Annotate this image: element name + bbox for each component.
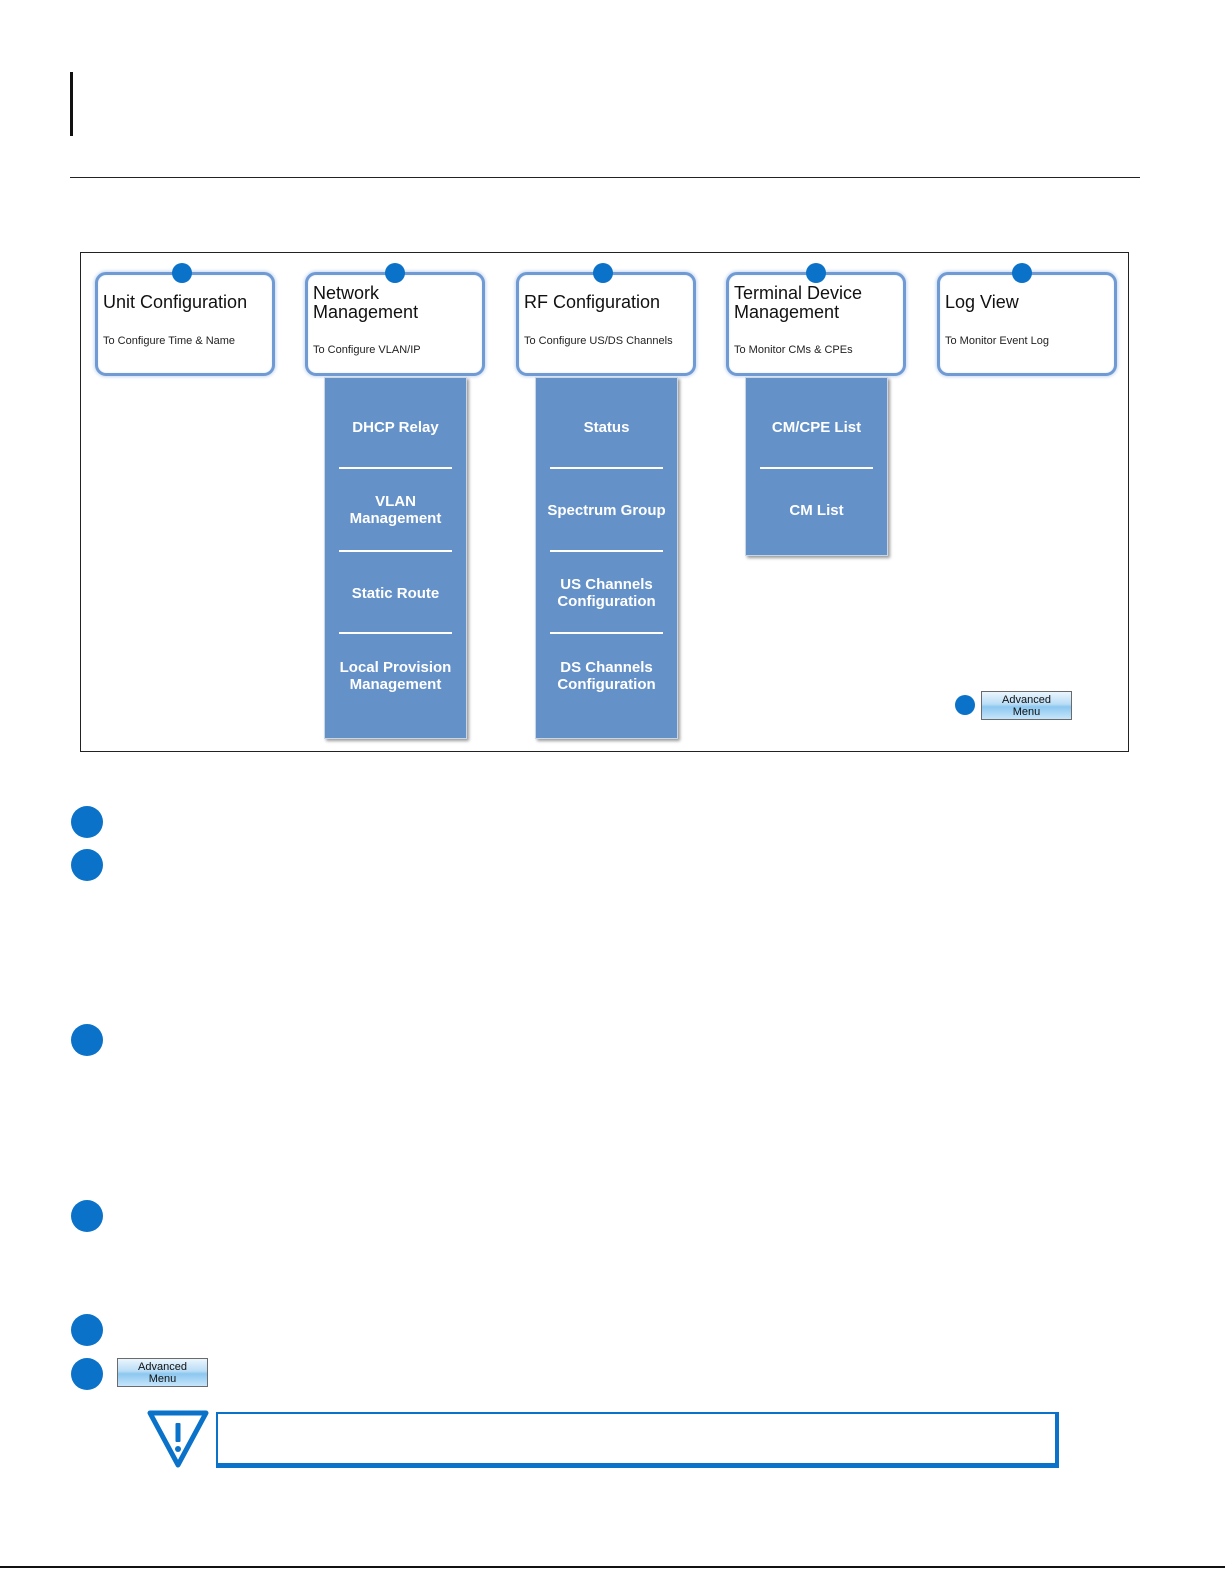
menu-divider xyxy=(339,467,452,469)
rf-configuration-submenu: Status Spectrum Group US Channels Config… xyxy=(535,377,678,739)
menu-divider xyxy=(550,550,663,552)
menu-divider xyxy=(550,467,663,469)
menu-item-vlan-management[interactable]: VLAN Management xyxy=(349,493,442,527)
card-title: Network Management xyxy=(313,283,419,322)
advanced-menu-button[interactable]: Advanced Menu xyxy=(981,691,1072,720)
card-title: Log View xyxy=(945,292,1019,312)
menu-item-us-channels-configuration[interactable]: US Channels Configuration xyxy=(557,576,656,610)
card-subtitle: To Configure VLAN/IP xyxy=(313,344,421,356)
card-rf-configuration[interactable]: RF Configuration To Configure US/DS Chan… xyxy=(516,272,696,376)
note-marker xyxy=(71,1200,103,1232)
note-marker xyxy=(71,1314,103,1346)
callout-marker xyxy=(385,263,405,283)
menu-divider xyxy=(760,467,873,469)
callout-marker xyxy=(172,263,192,283)
card-network-management[interactable]: Network Management To Configure VLAN/IP xyxy=(305,272,485,376)
menu-divider xyxy=(339,632,452,634)
menu-item-cm-cpe-list[interactable]: CM/CPE List xyxy=(771,419,862,436)
menu-item-cm-list[interactable]: CM List xyxy=(789,502,844,519)
menu-item-local-provision-management[interactable]: Local Provision Management xyxy=(339,659,452,693)
menu-item-static-route[interactable]: Static Route xyxy=(351,585,440,602)
card-log-view[interactable]: Log View To Monitor Event Log xyxy=(937,272,1117,376)
card-title: Terminal Device Management xyxy=(734,283,863,322)
note-marker xyxy=(71,849,103,881)
advanced-menu-label-line1: Advanced xyxy=(138,1361,187,1373)
caution-box xyxy=(216,1412,1059,1468)
card-title: RF Configuration xyxy=(524,292,661,312)
menu-item-spectrum-group[interactable]: Spectrum Group xyxy=(547,502,666,519)
terminal-device-submenu: CM/CPE List CM List xyxy=(745,377,888,556)
callout-marker xyxy=(1012,263,1032,283)
header-rule xyxy=(70,177,1140,178)
callout-marker xyxy=(806,263,826,283)
advanced-menu-label-line2: Menu xyxy=(1012,706,1041,718)
advanced-menu-label-line1: Advanced xyxy=(1002,694,1051,706)
network-management-submenu: DHCP Relay VLAN Management Static Route … xyxy=(324,377,467,739)
card-subtitle: To Monitor Event Log xyxy=(945,335,1049,347)
menu-diagram: Unit Configuration To Configure Time & N… xyxy=(80,252,1129,752)
menu-item-ds-channels-configuration[interactable]: DS Channels Configuration xyxy=(557,659,656,693)
menu-item-dhcp-relay[interactable]: DHCP Relay xyxy=(352,419,439,436)
card-subtitle: To Monitor CMs & CPEs xyxy=(734,344,853,356)
caution-triangle-icon xyxy=(147,1410,209,1468)
advanced-menu-label-line2: Menu xyxy=(148,1373,177,1385)
card-subtitle: To Configure US/DS Channels xyxy=(524,335,673,347)
callout-marker xyxy=(593,263,613,283)
note-marker xyxy=(71,1024,103,1056)
menu-divider xyxy=(550,632,663,634)
card-title: Unit Configuration xyxy=(103,292,248,312)
card-terminal-device-management[interactable]: Terminal Device Management To Monitor CM… xyxy=(726,272,906,376)
menu-item-status[interactable]: Status xyxy=(583,419,630,436)
note-marker xyxy=(71,806,103,838)
card-subtitle: To Configure Time & Name xyxy=(103,335,236,347)
header-accent-bar xyxy=(70,72,73,136)
footer-rule xyxy=(0,1566,1225,1568)
advanced-menu-button[interactable]: Advanced Menu xyxy=(117,1358,208,1387)
menu-divider xyxy=(339,550,452,552)
note-marker xyxy=(71,1358,103,1390)
card-unit-configuration[interactable]: Unit Configuration To Configure Time & N… xyxy=(95,272,275,376)
callout-marker xyxy=(955,695,975,715)
